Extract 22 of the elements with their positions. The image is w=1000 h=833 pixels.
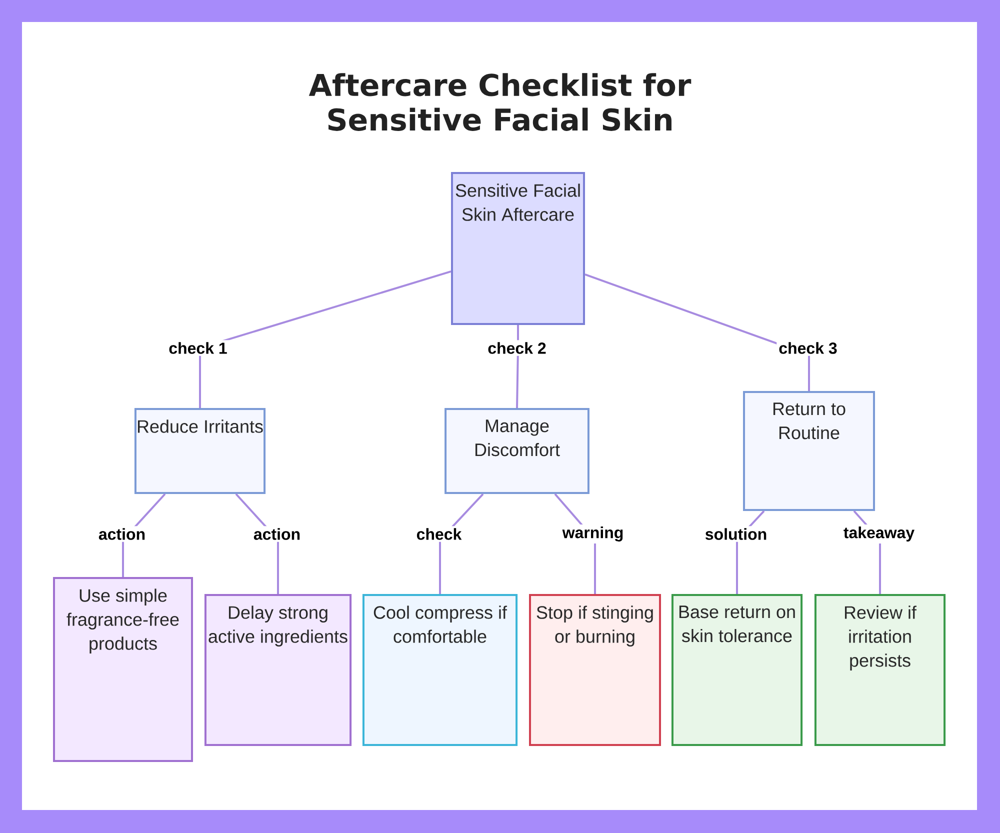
process-box: Reduce Irritants: [134, 408, 266, 494]
process-box: Review if irritation persists: [814, 594, 946, 746]
process-box: Base return on skin tolerance: [671, 594, 803, 746]
edge-label: solution: [702, 526, 770, 542]
edge-label: check 2: [486, 340, 548, 356]
edge-label: action: [251, 526, 303, 542]
process-box: Return to Routine: [743, 391, 875, 511]
process-box: Stop if stinging or burning: [529, 594, 661, 746]
edge-label: check 1: [166, 340, 230, 356]
process-box: Delay strong active ingredients: [204, 594, 352, 746]
edge-label: action: [96, 526, 148, 542]
connector-line: [199, 270, 452, 408]
edge-label: check: [414, 526, 464, 542]
process-box: Sensitive Facial Skin Aftercare: [451, 172, 585, 325]
edge-label: warning: [560, 524, 626, 544]
process-box: Manage Discomfort: [444, 408, 590, 494]
edge-label: check 3: [776, 340, 840, 356]
edge-label: takeaway: [841, 524, 917, 544]
process-box: Use simple fragrance-free products: [53, 577, 193, 762]
connector-line: [584, 274, 810, 391]
title: Aftercare Checklist for Sensitive Facial Skin: [308, 73, 692, 131]
process-box: Cool compress if comfortable: [362, 594, 518, 746]
